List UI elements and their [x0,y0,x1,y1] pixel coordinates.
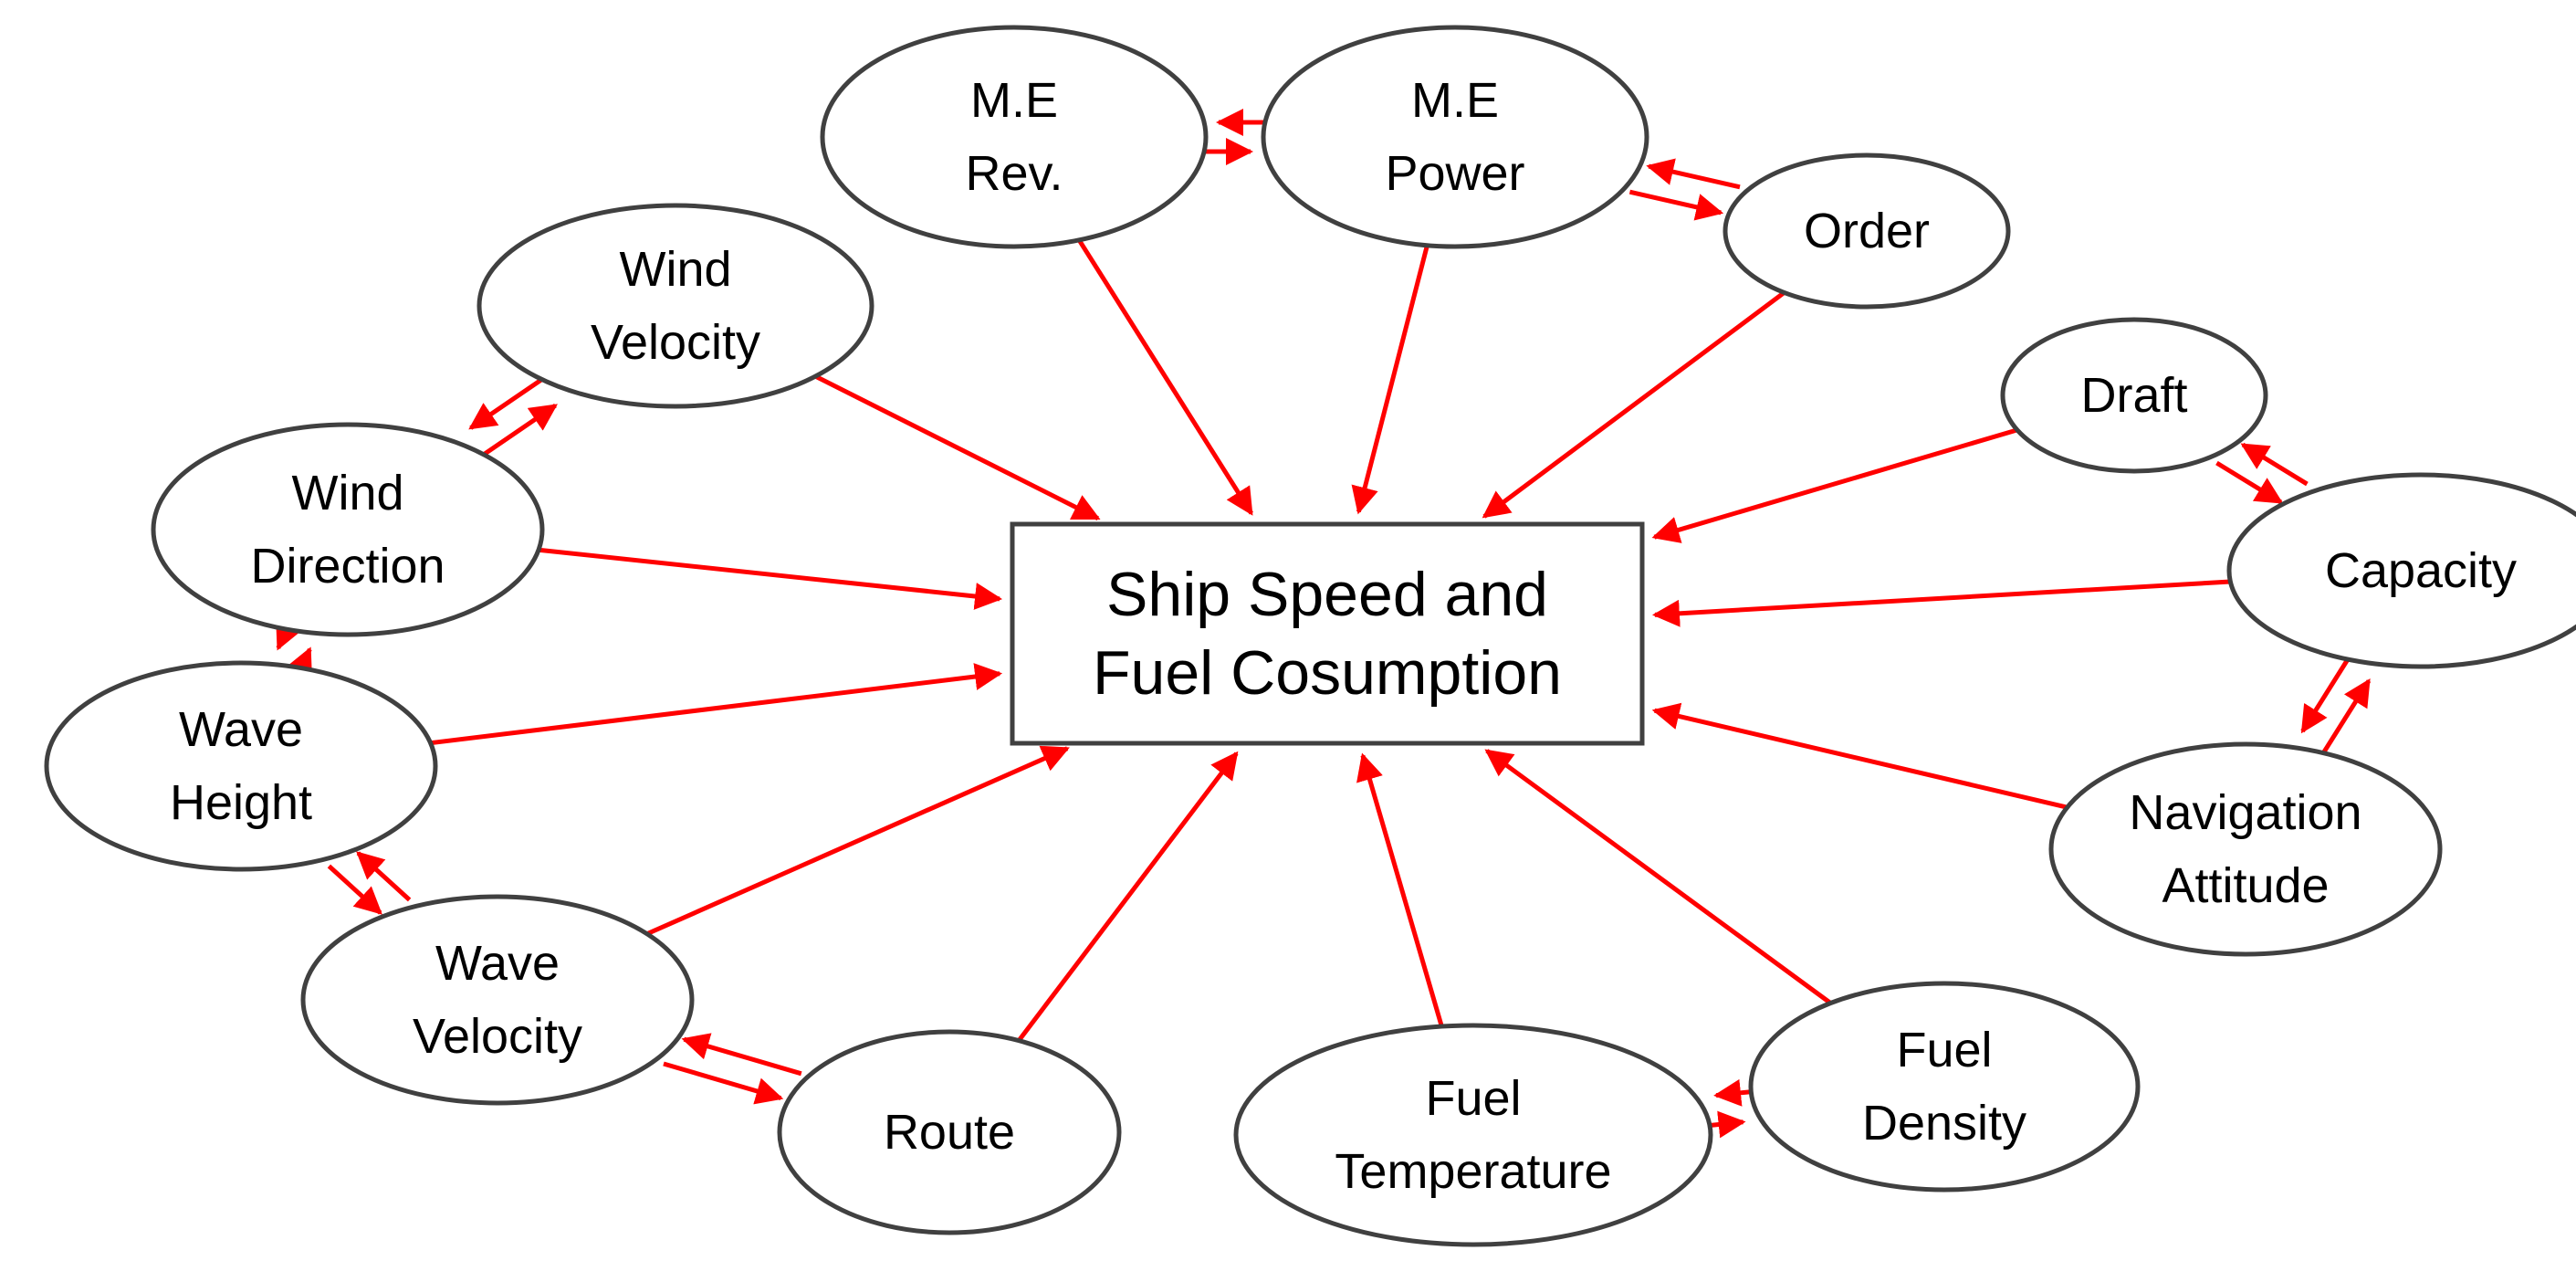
node-label-line: Fuel Cosumption [1093,638,1562,708]
edge-capacity-to-center [1651,579,2231,627]
node-label-line: Fuel [1425,1071,1521,1126]
node-label-line: Wind [619,242,731,297]
edge-navigation_attitude-to-capacity [2318,678,2372,759]
node-route: Route [777,1029,1122,1235]
node-me-power: M.E Power [1261,25,1649,249]
box-center [1010,521,1645,746]
ellipse-draft [2000,317,2268,474]
edge-route-to-wave_velocity [681,1033,802,1077]
node-label-line: Velocity [591,315,760,370]
node-label-line: Ship Speed and [1106,560,1548,629]
ellipse-route [777,1029,1122,1235]
edge-wave_velocity-to-wave_height [356,851,412,902]
edge-fuel_temperature-to-fuel_density [1706,1110,1746,1139]
node-label-line: Attitude [2162,858,2329,913]
node-label-line: M.E [970,73,1058,128]
edge-capacity-to-navigation_attitude [2300,653,2353,734]
node-label-line: Velocity [413,1009,582,1064]
node-capacity: Capacity [2226,472,2576,669]
edge-draft-to-center [1651,427,2018,543]
ellipse-me-power [1261,25,1649,249]
edges-layer [276,109,2372,1139]
edge-fuel_density-to-center [1484,749,1832,1005]
node-me-rev: M.E Rev. [820,25,1209,249]
edge-route-to-center [1017,751,1239,1043]
edge-wave_velocity-to-center [645,745,1070,937]
node-label-line: Navigation [2129,785,2361,840]
node-label-line: Fuel [1896,1023,1992,1077]
ellipse-me-rev [820,25,1209,249]
ellipse-wave-height [44,660,438,872]
node-label-line: M.E [1411,73,1499,128]
ellipse-capacity [2226,472,2576,669]
edge-fuel_temperature-to-center [1356,752,1444,1027]
node-label-line: Wave [179,702,303,757]
edge-me_power-to-order [1628,189,1724,221]
node-label-line: Density [1862,1096,2026,1151]
node-order: Order [1723,152,2011,310]
edge-draft-to-capacity [2215,460,2284,505]
edge-wind_direction-to-wind_velocity [475,404,558,462]
edge-wave_velocity-to-route [663,1061,784,1105]
node-draft: Draft [2000,317,2268,474]
ellipse-order [1723,152,2011,310]
ellipse-fuel-temperature [1233,1023,1713,1247]
node-label-line: Capacity [2325,543,2517,598]
edge-wind_direction-to-center [538,547,1003,610]
edge-wind_velocity-to-center [814,373,1101,520]
edge-me_power-to-center [1351,245,1429,515]
edge-wave_height-to-center [430,663,1003,746]
edge-me_rev-to-center [1077,238,1253,516]
ellipse-fuel-density [1748,981,2141,1193]
edge-navigation_attitude-to-center [1651,702,2068,810]
node-label-line: Wind [291,466,403,520]
edge-order-to-me_power [1646,158,1741,190]
ellipse-wind-velocity [476,203,874,409]
node-label-line: Temperature [1335,1144,1611,1199]
edge-wind_velocity-to-wind_direction [468,372,551,430]
edge-wave_height-to-wave_velocity [327,864,382,915]
edge-order-to-center [1482,290,1786,519]
edge-capacity-to-draft [2240,442,2309,487]
ellipse-wave-velocity [300,894,695,1106]
node-label-line: Power [1385,146,1524,201]
ellipse-wind-direction [151,422,545,637]
node-label-line: Height [170,775,312,830]
node-label-line: Route [884,1105,1015,1160]
edge-fuel_density-to-fuel_temperature [1713,1078,1754,1107]
ellipse-navigation-attitude [2048,741,2443,957]
node-label-line: Draft [2080,368,2187,423]
node-label-line: Direction [250,539,445,594]
node-label-line: Wave [435,936,560,991]
node-label-line: Rev. [965,146,1063,201]
node-label-line: Order [1804,204,1930,258]
